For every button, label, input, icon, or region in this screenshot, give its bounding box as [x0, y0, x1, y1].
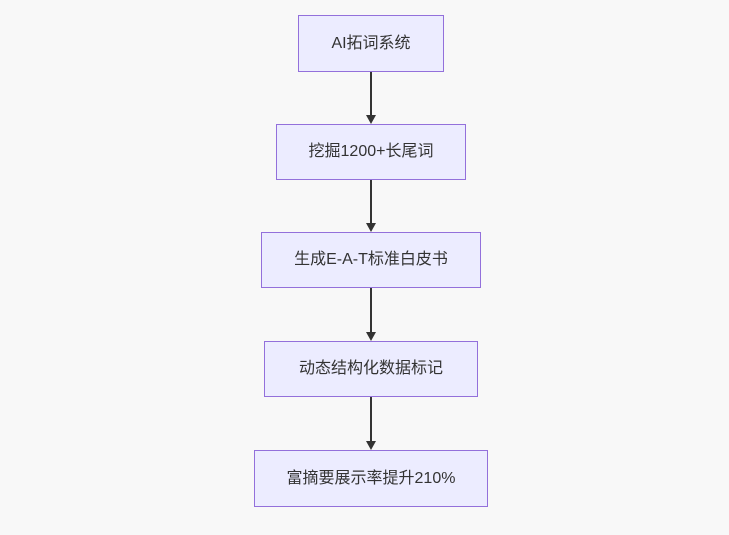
node-label: 动态结构化数据标记 [298, 360, 443, 378]
arrow-line [370, 180, 372, 224]
arrow-line [370, 72, 372, 116]
node-label: 富摘要展示率提升210% [286, 469, 456, 487]
flowchart-node-5: 富摘要展示率提升210% [254, 450, 488, 507]
node-label: 生成E-A-T标准白皮书 [294, 251, 448, 269]
arrow-head-icon [365, 332, 376, 341]
arrow-head-icon [365, 223, 376, 232]
flowchart-node-4: 动态结构化数据标记 [264, 341, 478, 397]
arrow-line [370, 288, 372, 333]
flowchart-node-3: 生成E-A-T标准白皮书 [261, 232, 481, 288]
arrow-line [370, 397, 372, 442]
flowchart-node-2: 挖掘1200+长尾词 [276, 124, 466, 180]
arrow-head-icon [365, 441, 376, 450]
arrow-head-icon [365, 115, 376, 124]
node-label: AI拓词系统 [331, 34, 411, 52]
node-label: 挖掘1200+长尾词 [308, 143, 434, 161]
flowchart-node-1: AI拓词系统 [298, 15, 444, 72]
